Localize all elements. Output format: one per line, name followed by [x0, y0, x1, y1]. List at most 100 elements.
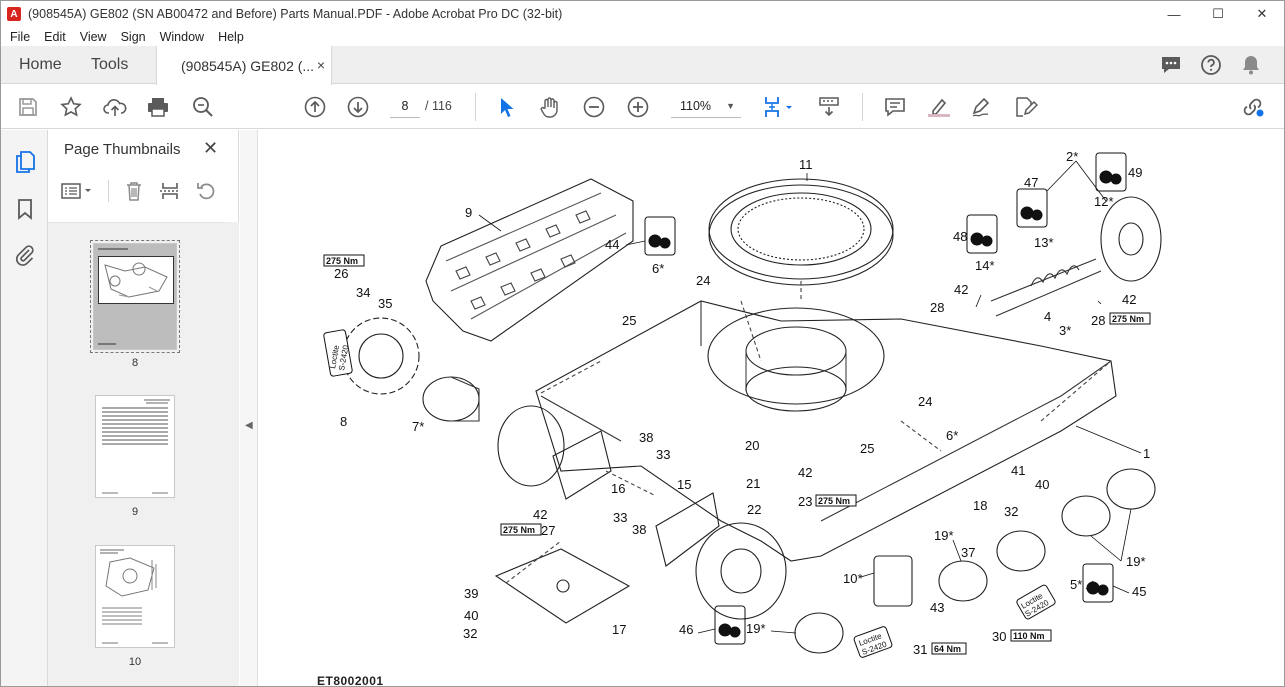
callout: 9: [465, 205, 472, 220]
bookmarks-icon[interactable]: [13, 197, 37, 221]
close-panel-icon[interactable]: ✕: [203, 138, 219, 158]
callout: 42: [533, 507, 547, 522]
tab-document-label: (908545A) GE802 (...: [181, 57, 315, 74]
menu-edit[interactable]: Edit: [44, 29, 66, 44]
callout: 19*: [934, 528, 954, 543]
callout: 1: [1143, 446, 1150, 461]
thumbnail-list[interactable]: 8 9: [48, 222, 225, 686]
sign-pen-icon[interactable]: [970, 95, 994, 119]
torque-label: 110 Nm: [1013, 631, 1045, 641]
undercarriage-frame-shape: [535, 300, 1117, 562]
callout: 6*: [652, 261, 664, 276]
upload-cloud-icon[interactable]: [103, 95, 127, 119]
notification-bell-icon[interactable]: [1240, 54, 1262, 76]
next-page-icon[interactable]: [346, 95, 370, 119]
callout: 22: [747, 502, 761, 517]
callout: 19*: [1126, 554, 1146, 569]
tab-document[interactable]: (908545A) GE802 (... ×: [156, 46, 332, 85]
callout: 44: [605, 237, 619, 252]
previous-page-icon[interactable]: [303, 95, 327, 119]
callout: 33: [656, 447, 670, 462]
callout: 34: [356, 285, 370, 300]
thumbnail-scrollbar[interactable]: [225, 222, 239, 686]
thumbnail-label: 10: [128, 656, 142, 668]
page-thumbnail-9[interactable]: [95, 395, 175, 498]
collapse-panel-arrow-icon: ◀: [245, 420, 253, 431]
callout-numbers: 1 2* 3* 4 5* 6* 6* 7* 8 9 10* 11 12* 13*…: [334, 149, 1150, 657]
toolbar-divider: [862, 93, 863, 121]
callout: 16: [611, 481, 625, 496]
callout: 25: [860, 441, 874, 456]
callout: 38: [632, 522, 646, 537]
maximize-button[interactable]: ☐: [1212, 6, 1224, 21]
bookmark-star-icon[interactable]: [59, 95, 83, 119]
callout: 40: [1035, 477, 1049, 492]
page-total: / 116: [425, 99, 452, 113]
thumbnail-options-icon[interactable]: [60, 180, 94, 202]
close-tab-icon[interactable]: ×: [316, 57, 325, 73]
add-comment-icon[interactable]: [883, 95, 907, 119]
collapse-panel-handle[interactable]: ◀: [240, 130, 258, 686]
callout: 45: [1132, 584, 1146, 599]
menu-sign[interactable]: Sign: [120, 29, 146, 44]
hand-tool-icon[interactable]: [538, 95, 562, 119]
comment-bubble-icon[interactable]: [1160, 54, 1182, 76]
help-icon[interactable]: [1200, 54, 1222, 76]
zoom-out-icon[interactable]: [582, 95, 606, 119]
rotate-page-icon[interactable]: [195, 180, 217, 202]
menu-help[interactable]: Help: [218, 29, 244, 44]
extract-page-icon[interactable]: [159, 180, 181, 202]
scroll-mode-icon[interactable]: [817, 95, 841, 119]
callout: 42: [1122, 292, 1136, 307]
page-number-input[interactable]: 8: [390, 95, 420, 118]
menu-view[interactable]: View: [79, 29, 107, 44]
callout: 31: [913, 642, 927, 657]
rubber-track-shape: [425, 178, 634, 342]
callout: 33: [613, 510, 627, 525]
select-cursor-icon[interactable]: [494, 95, 518, 119]
panel-title: Page Thumbnails: [64, 141, 181, 158]
close-window-button[interactable]: ✕: [1256, 6, 1268, 21]
callout: 46: [679, 622, 693, 637]
callout: 10*: [843, 571, 863, 586]
callout: 25: [622, 313, 636, 328]
tab-home[interactable]: Home: [19, 56, 62, 73]
share-link-icon[interactable]: [1241, 95, 1265, 119]
zoom-search-icon[interactable]: [191, 95, 215, 119]
callout: 21: [746, 476, 760, 491]
callout: 35: [378, 296, 392, 311]
thumbnail-label: 9: [131, 506, 139, 518]
page-thumbnail-8[interactable]: [90, 240, 180, 353]
save-icon[interactable]: [16, 95, 40, 119]
torque-label: 275 Nm: [326, 256, 358, 266]
tab-tools[interactable]: Tools: [91, 56, 129, 73]
minimize-button[interactable]: —: [1167, 6, 1181, 22]
title-bar: A (908545A) GE802 (SN AB00472 and Before…: [1, 1, 1284, 27]
menu-bar: File Edit View Sign Window Help: [1, 27, 1284, 46]
torque-tags: [323, 254, 1151, 655]
scrollbar-track[interactable]: [225, 222, 239, 686]
highlight-pen-icon[interactable]: [927, 95, 951, 119]
callout: 47: [1024, 175, 1038, 190]
delete-page-icon[interactable]: [123, 180, 145, 202]
menu-file[interactable]: File: [10, 29, 31, 44]
callout: 14*: [975, 258, 995, 273]
zoom-level-dropdown[interactable]: 110% ▼: [671, 95, 741, 118]
page-display-icon[interactable]: [761, 95, 797, 119]
callout: 41: [1011, 463, 1025, 478]
zoom-in-icon[interactable]: [626, 95, 650, 119]
torque-label: 275 Nm: [818, 496, 850, 506]
cover-plate-15: [655, 492, 720, 567]
edit-pdf-icon[interactable]: [1014, 95, 1038, 119]
callout: 32: [1004, 504, 1018, 519]
document-view[interactable]: 275 Nm 275 Nm 275 Nm 275 Nm 110 Nm 64 Nm…: [259, 130, 1284, 686]
print-icon[interactable]: [146, 95, 170, 119]
menu-window[interactable]: Window: [159, 29, 205, 44]
torque-label: 275 Nm: [1112, 314, 1144, 324]
page-thumbnail-10[interactable]: [95, 545, 175, 648]
page-thumbnails-icon[interactable]: [13, 150, 37, 174]
tab-bar-actions: [1160, 46, 1262, 84]
callout: 17: [612, 622, 626, 637]
attachments-paperclip-icon[interactable]: [13, 243, 37, 267]
